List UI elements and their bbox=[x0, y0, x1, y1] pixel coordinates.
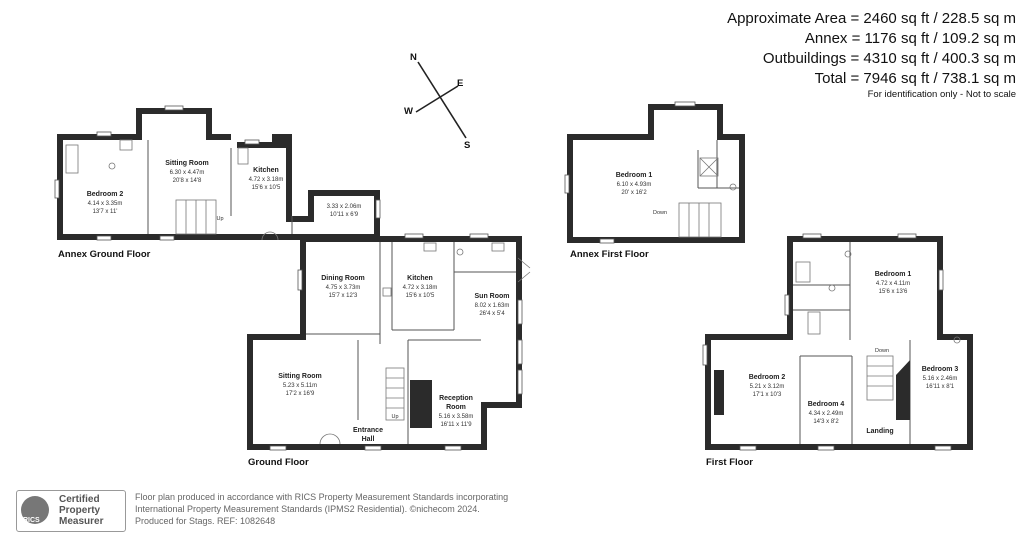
g-reception-imperial: 16'11 x 11'9 bbox=[440, 422, 472, 428]
f-bedroom2-name: Bedroom 2 bbox=[749, 374, 786, 381]
g-sitting-name: Sitting Room bbox=[278, 373, 322, 380]
g-kitchen-metric: 4.72 x 3.18m bbox=[403, 285, 438, 291]
ag-kitchen-metric: 4.72 x 3.18m bbox=[249, 177, 284, 183]
f-landing-name: Landing bbox=[866, 428, 893, 435]
compass-w: W bbox=[404, 106, 413, 117]
rics-certificate-badge: RICS Certified Property Measurer bbox=[16, 490, 126, 532]
compass-e: E bbox=[457, 78, 463, 89]
ground-floor-label: Ground Floor bbox=[248, 457, 309, 468]
ag-sitting-name: Sitting Room bbox=[165, 160, 209, 167]
first-floor-plan: Down Bedroom 1 4.72 x 4.11m 15'6 x 13'6 … bbox=[702, 233, 973, 451]
footer-line3: Produced for Stags. REF: 1082648 bbox=[135, 516, 276, 526]
annex-area: Annex = 1176 sq ft / 109.2 sq m bbox=[804, 30, 1016, 47]
af-bedroom1-metric: 6.10 x 4.93m bbox=[617, 182, 652, 188]
f-stairs-down: Down bbox=[875, 348, 889, 354]
approximate-area: Approximate Area = 2460 sq ft / 228.5 sq… bbox=[727, 10, 1016, 27]
compass-s: S bbox=[464, 140, 470, 151]
g-dining-imperial: 15'7 x 12'3 bbox=[329, 293, 358, 299]
g-kitchen-name: Kitchen bbox=[407, 275, 433, 282]
annex-first-floor-plan: Down Bedroom 1 6.10 x 4.93m 20' x 16'2 bbox=[564, 101, 745, 244]
cert-line3: Measurer bbox=[59, 516, 104, 527]
ag-kitchen-imperial: 15'6 x 10'5 bbox=[252, 185, 281, 191]
f-bedroom1-metric: 4.72 x 4.11m bbox=[876, 281, 910, 287]
g-sitting-imperial: 17'2 x 16'9 bbox=[286, 391, 315, 397]
g-dining-metric: 4.75 x 3.73m bbox=[326, 285, 361, 291]
f-bedroom1-imperial: 15'6 x 13'6 bbox=[879, 289, 908, 295]
ag-bedroom2-metric: 4.14 x 3.35m bbox=[88, 201, 123, 207]
cert-line1: Certified bbox=[59, 494, 100, 505]
g-sun-imperial: 26'4 x 5'4 bbox=[479, 311, 505, 317]
g-kitchen-imperial: 15'6 x 10'5 bbox=[406, 293, 435, 299]
ag-stairs-up: Up bbox=[216, 216, 223, 222]
g-dining-name: Dining Room bbox=[321, 275, 365, 282]
footer-line1: Floor plan produced in accordance with R… bbox=[135, 492, 509, 502]
compass-n: N bbox=[410, 52, 417, 63]
ag-room-imperial: 10'11 x 6'9 bbox=[330, 212, 359, 218]
f-bedroom4-imperial: 14'3 x 8'2 bbox=[813, 419, 839, 425]
g-reception-metric: 5.16 x 3.58m bbox=[439, 414, 474, 420]
ground-floor-plan: Up Dining Room 4.75 x 3.73m 15'7 x 12'3 … bbox=[247, 233, 531, 451]
annex-first-floor-label: Annex First Floor bbox=[570, 249, 649, 260]
g-sitting-metric: 5.23 x 5.11m bbox=[283, 383, 317, 389]
footer-line2: International Property Measurement Stand… bbox=[135, 504, 480, 514]
ag-bedroom2-imperial: 13'7 x 11' bbox=[93, 209, 118, 215]
g-entrance-line1: Entrance bbox=[353, 427, 383, 434]
g-stairs-up: Up bbox=[391, 414, 398, 420]
annex-ground-floor-plan: Up Bedroom 2 4.14 x 3.35m 13'7 x 11' Sit… bbox=[54, 105, 381, 241]
total-area: Total = 7946 sq ft / 738.1 sq m bbox=[814, 70, 1016, 87]
ag-room-metric: 3.33 x 2.06m bbox=[327, 204, 362, 210]
g-reception-line1: Reception bbox=[439, 395, 473, 402]
af-bedroom1-imperial: 20' x 16'2 bbox=[621, 190, 647, 196]
af-bedroom1-name: Bedroom 1 bbox=[616, 172, 653, 179]
g-sun-name: Sun Room bbox=[475, 293, 510, 300]
ag-sitting-imperial: 20'8 x 14'8 bbox=[173, 178, 202, 184]
certificate-text: Certified Property Measurer bbox=[59, 494, 103, 527]
annex-ground-floor-label: Annex Ground Floor bbox=[58, 249, 151, 260]
f-bedroom3-name: Bedroom 3 bbox=[922, 366, 959, 373]
f-bedroom4-name: Bedroom 4 bbox=[808, 401, 845, 408]
g-sun-metric: 8.02 x 1.63m bbox=[475, 303, 510, 309]
first-floor-label: First Floor bbox=[706, 457, 753, 468]
f-bedroom3-imperial: 16'11 x 8'1 bbox=[926, 384, 955, 390]
rics-logo-text: RICS bbox=[23, 517, 40, 524]
g-entrance-line2: Hall bbox=[362, 436, 375, 443]
af-stairs-down: Down bbox=[653, 210, 667, 216]
cert-line2: Property bbox=[59, 505, 101, 516]
f-bedroom4-metric: 4.34 x 2.49m bbox=[809, 411, 844, 417]
g-reception-name: Room bbox=[446, 404, 466, 411]
outbuildings-area: Outbuildings = 4310 sq ft / 400.3 sq m bbox=[762, 50, 1016, 67]
f-bedroom3-metric: 5.16 x 2.46m bbox=[923, 376, 958, 382]
rics-logo-icon bbox=[21, 496, 49, 524]
f-bedroom1-name: Bedroom 1 bbox=[875, 271, 912, 278]
scale-note: For identification only - Not to scale bbox=[867, 89, 1016, 100]
ag-kitchen-name: Kitchen bbox=[253, 167, 279, 174]
ag-sitting-metric: 6.30 x 4.47m bbox=[170, 170, 205, 176]
f-bedroom2-metric: 5.21 x 3.12m bbox=[750, 384, 785, 390]
compass-icon: N E S W bbox=[404, 52, 470, 151]
f-bedroom2-imperial: 17'1 x 10'3 bbox=[753, 392, 782, 398]
footer-text: Floor plan produced in accordance with R… bbox=[135, 491, 555, 527]
ag-bedroom2-name: Bedroom 2 bbox=[87, 191, 124, 198]
